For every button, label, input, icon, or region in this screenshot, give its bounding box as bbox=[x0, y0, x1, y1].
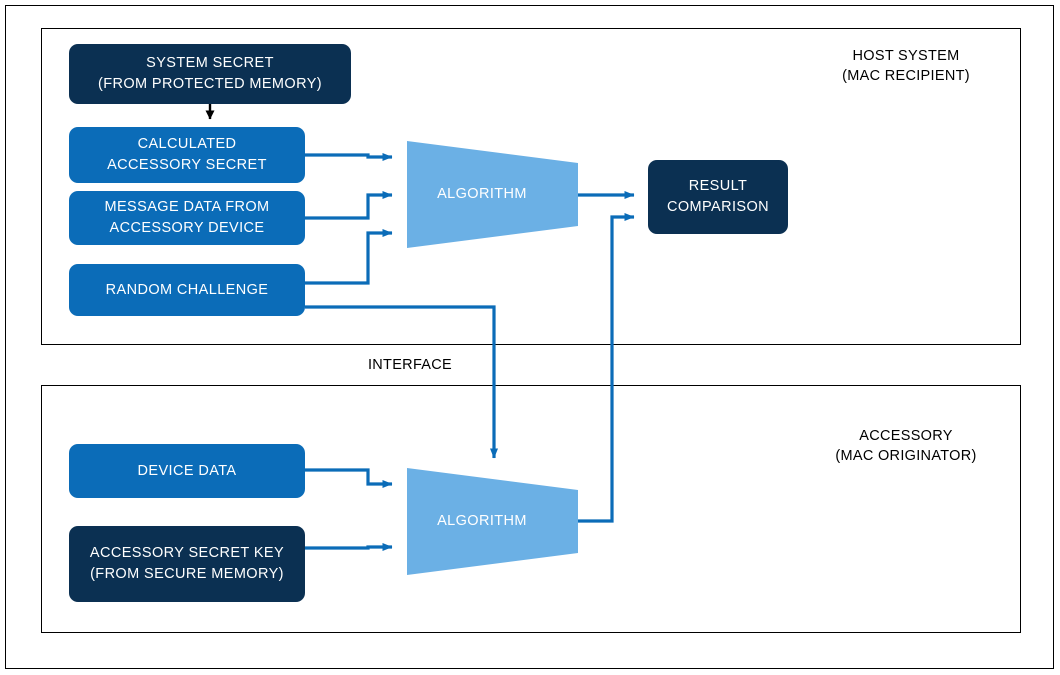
host-system-label: HOST SYSTEM (MAC RECIPIENT) bbox=[842, 48, 970, 84]
host-system-section bbox=[41, 28, 1021, 345]
block-message-data[interactable]: MESSAGE DATA FROM ACCESSORY DEVICE bbox=[69, 191, 305, 245]
outer-frame bbox=[5, 5, 1054, 669]
block-device-data[interactable]: DEVICE DATA bbox=[69, 444, 305, 498]
interface-label: INTERFACE bbox=[367, 357, 453, 373]
accessory-section bbox=[41, 385, 1021, 633]
block-result-comparison[interactable]: RESULT COMPARISON bbox=[648, 160, 788, 234]
block-random-challenge[interactable]: RANDOM CHALLENGE bbox=[69, 264, 305, 316]
block-calculated-accessory-secret[interactable]: CALCULATED ACCESSORY SECRET bbox=[69, 127, 305, 183]
block-accessory-secret-key[interactable]: ACCESSORY SECRET KEY (FROM SECURE MEMORY… bbox=[69, 526, 305, 602]
accessory-label: ACCESSORY (MAC ORIGINATOR) bbox=[835, 428, 977, 464]
block-system-secret[interactable]: SYSTEM SECRET (FROM PROTECTED MEMORY) bbox=[69, 44, 351, 104]
